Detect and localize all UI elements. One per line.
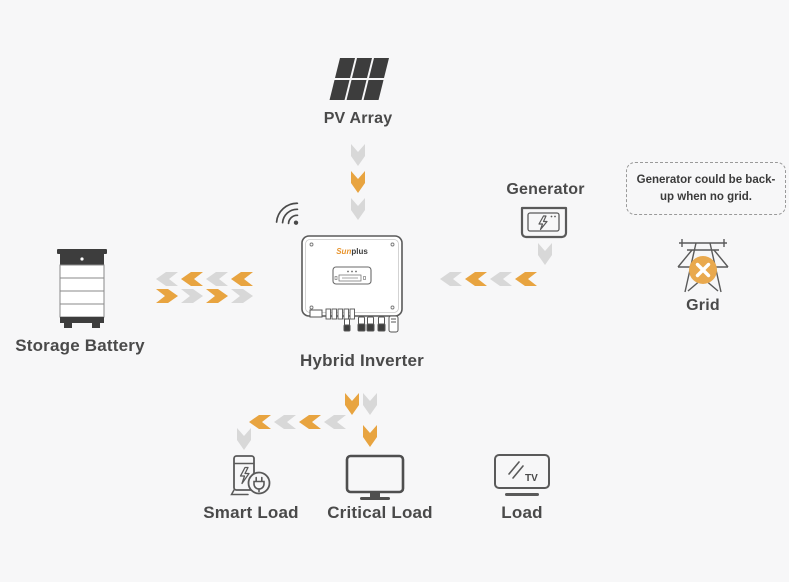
cross-icon [695, 262, 711, 278]
plug-icon [253, 476, 265, 493]
arrow-pv-to-inverter [350, 143, 366, 221]
generator-icon [520, 203, 568, 241]
load-label: Load [501, 503, 543, 522]
wifi-signal-icon [271, 199, 309, 233]
hybrid-inverter-icon: Sunplus [297, 231, 407, 333]
hybrid-inverter-label: Hybrid Inverter [300, 351, 424, 370]
inverter-brand-logo: Sunplus [336, 247, 368, 256]
arrow-inverter-down-gray [362, 392, 378, 416]
grid-tower-icon [672, 234, 734, 296]
critical-load-label: Critical Load [327, 503, 433, 522]
battery-tower-icon [56, 246, 108, 328]
smart-load-label: Smart Load [203, 503, 299, 522]
inverter-display [332, 266, 372, 285]
arrow-to-critical-load-down [362, 424, 378, 448]
arrow-inverter-to-battery [155, 271, 254, 287]
generator-label: Generator [506, 181, 585, 198]
generator-note: Generator could be back-up when no grid. [626, 162, 786, 216]
arrow-generator-to-inverter [439, 271, 538, 287]
solar-panel-icon [327, 57, 389, 103]
storage-battery-label: Storage Battery [15, 336, 145, 355]
tv-text: TV [525, 473, 538, 484]
arrow-generator-down [537, 242, 553, 266]
inverter-terminals [309, 308, 399, 333]
grid-label: Grid [686, 297, 720, 314]
tv-icon: TV [493, 453, 551, 499]
arrow-to-smart-load-row [248, 414, 347, 430]
arrow-to-smart-load-down [236, 427, 252, 451]
pv-array-label: PV Array [323, 110, 393, 127]
arrow-battery-to-inverter [155, 288, 254, 304]
arrow-inverter-down-orange [344, 392, 360, 416]
monitor-icon [345, 454, 405, 500]
smart-load-icon [224, 453, 276, 503]
